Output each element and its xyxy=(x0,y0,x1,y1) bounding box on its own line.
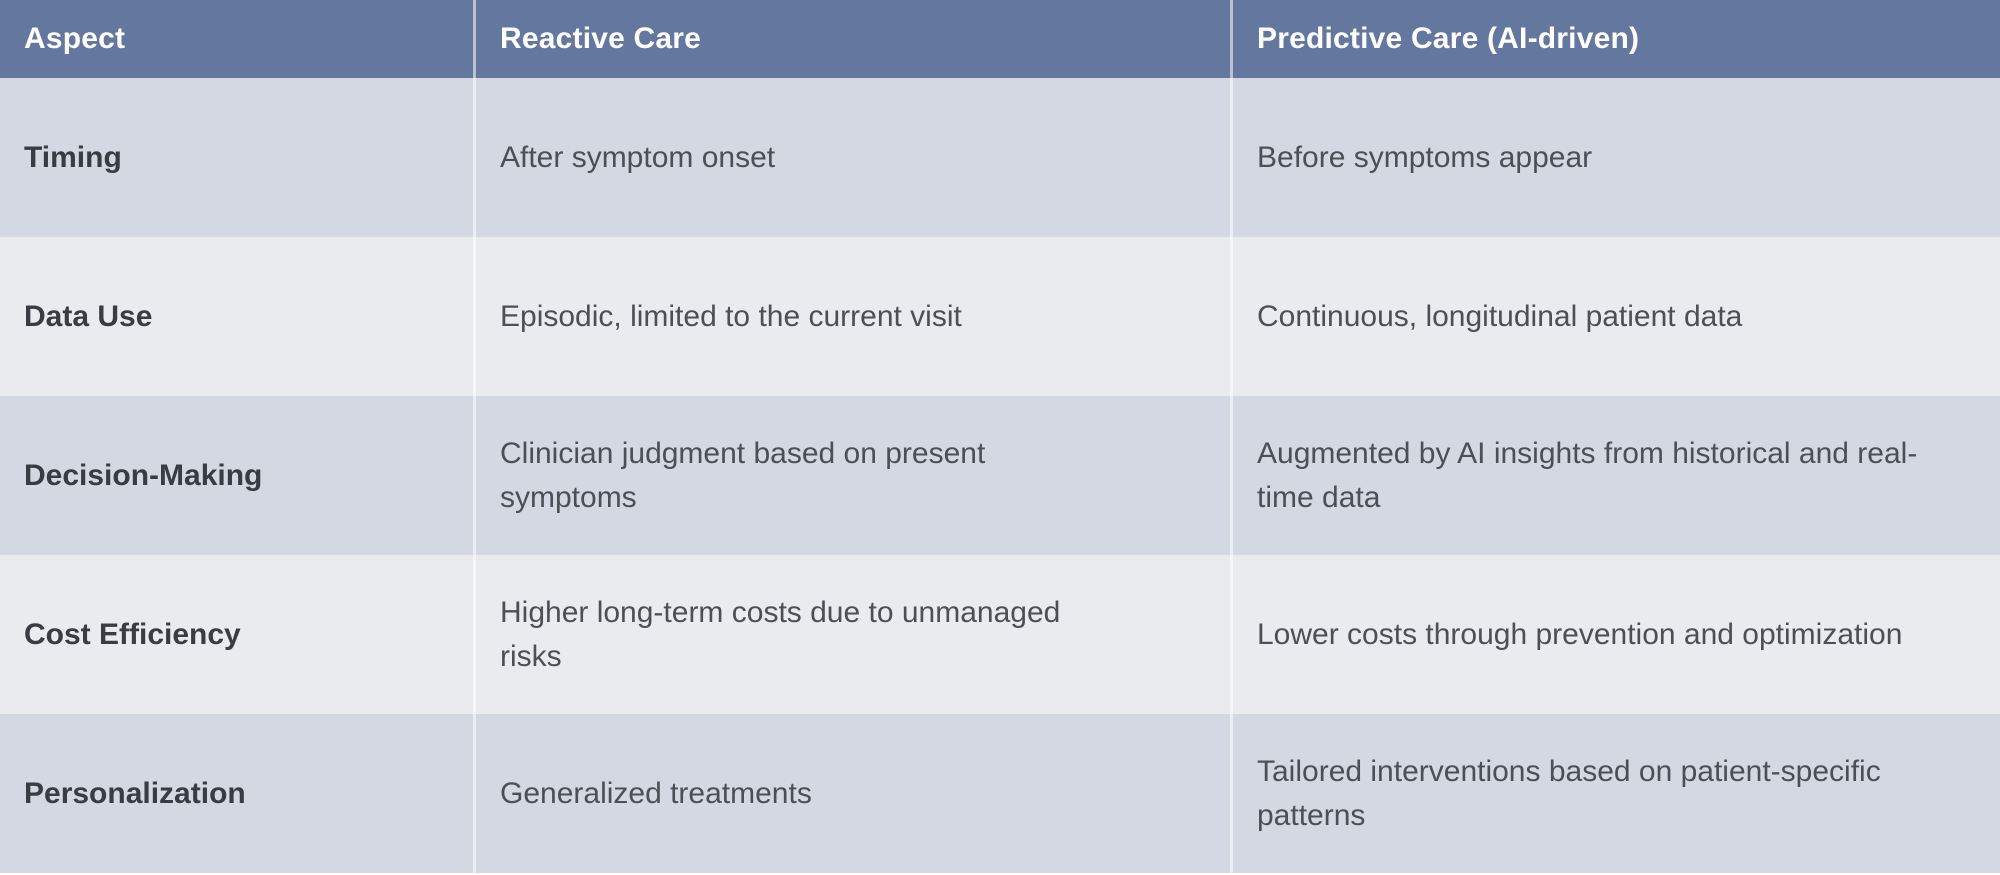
cell-text: Before symptoms appear xyxy=(1257,140,1593,174)
aspect-label: Data Use xyxy=(24,299,153,333)
table-cell-reactive: After symptom onset xyxy=(473,78,1230,237)
table-cell-reactive: Generalized treatments xyxy=(473,714,1230,873)
cell-text: Generalized treatments xyxy=(500,776,812,810)
cell-text: Episodic, limited to the current visit xyxy=(500,299,962,333)
table-cell-aspect: Personalization xyxy=(0,714,473,873)
cell-text: Higher long-term costs due to unmanaged … xyxy=(500,596,1061,673)
cell-text: Lower costs through prevention and optim… xyxy=(1257,617,1903,651)
table-cell-aspect: Cost Efficiency xyxy=(0,555,473,714)
aspect-label: Personalization xyxy=(24,776,246,810)
aspect-label: Cost Efficiency xyxy=(24,617,241,651)
cell-text: After symptom onset xyxy=(500,140,776,174)
table-row-personalization: Personalization Generalized treatments T… xyxy=(0,714,2000,873)
table-cell-reactive: Higher long-term costs due to unmanaged … xyxy=(473,555,1230,714)
table-cell-predictive: Tailored interventions based on patient-… xyxy=(1230,714,2000,873)
table-cell-aspect: Data Use xyxy=(0,237,473,396)
cell-text: Augmented by AI insights from historical… xyxy=(1257,437,1918,514)
table-cell-aspect: Decision-Making xyxy=(0,396,473,555)
table-row-cost-efficiency: Cost Efficiency Higher long-term costs d… xyxy=(0,555,2000,714)
table-row-decision-making: Decision-Making Clinician judgment based… xyxy=(0,396,2000,555)
table-cell-reactive: Clinician judgment based on present symp… xyxy=(473,396,1230,555)
aspect-label: Decision-Making xyxy=(24,458,263,492)
cell-text: Tailored interventions based on patient-… xyxy=(1257,755,1881,832)
cell-text: Continuous, longitudinal patient data xyxy=(1257,299,1743,333)
cell-text: Clinician judgment based on present symp… xyxy=(500,437,986,514)
table-cell-reactive: Episodic, limited to the current visit xyxy=(473,237,1230,396)
table-cell-predictive: Continuous, longitudinal patient data xyxy=(1230,237,2000,396)
table-cell-predictive: Before symptoms appear xyxy=(1230,78,2000,237)
column-header-reactive-care: Reactive Care xyxy=(473,0,1230,78)
table-cell-predictive: Augmented by AI insights from historical… xyxy=(1230,396,2000,555)
table-row-data-use: Data Use Episodic, limited to the curren… xyxy=(0,237,2000,396)
aspect-label: Timing xyxy=(24,140,122,174)
column-header-predictive-care: Predictive Care (AI-driven) xyxy=(1230,0,2000,78)
table-header-row: Aspect Reactive Care Predictive Care (AI… xyxy=(0,0,2000,78)
column-header-aspect: Aspect xyxy=(24,22,126,55)
table-row-timing: Timing After symptom onset Before sympto… xyxy=(0,78,2000,237)
table-cell-aspect: Timing xyxy=(0,78,473,237)
table-cell-predictive: Lower costs through prevention and optim… xyxy=(1230,555,2000,714)
